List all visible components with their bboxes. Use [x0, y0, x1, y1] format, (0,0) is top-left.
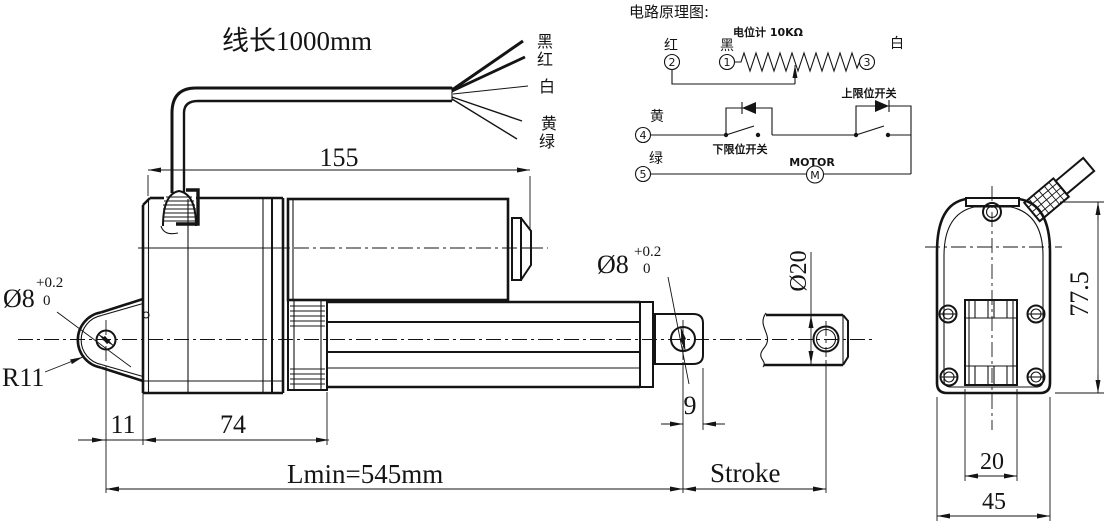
dim-dia20: Ø20	[786, 250, 812, 291]
lower-limit-switch-label: 下限位开关	[713, 142, 768, 156]
svg-text:1: 1	[724, 56, 731, 69]
dim-45: 45	[982, 489, 1006, 515]
terminal-2: 2	[663, 53, 681, 71]
wire-green	[451, 98, 518, 140]
collar-threads	[290, 305, 325, 385]
dim-77-5: 77.5	[1065, 271, 1094, 317]
rod-end-hole-callout: Ø8 +0.2 0	[597, 244, 690, 385]
ribs	[968, 300, 1014, 385]
motor-line: M	[650, 165, 911, 184]
wire-yellow	[451, 96, 523, 122]
rod-diameter-callout: Ø20	[786, 250, 814, 364]
terminal-3: 3	[858, 53, 876, 71]
dim-lmin: Lmin=545mm	[287, 459, 443, 489]
wire-black	[451, 39, 524, 92]
cable-stub	[1054, 156, 1096, 196]
dim-stroke: Stroke	[710, 458, 781, 488]
end-view-inner-wall	[943, 206, 1044, 388]
wire-labels: 黑 红 白 黄 绿	[537, 32, 557, 151]
potentiometer-label: 电位计 10KΩ	[733, 25, 804, 39]
terminal-white-label: 白	[890, 36, 904, 52]
gearbox-housing	[141, 196, 288, 395]
dim-155: 155	[320, 143, 359, 172]
dim-dia8-mid-tol-zero: 0	[643, 261, 651, 277]
actuator-side-view	[18, 39, 875, 395]
wire-label-green: 绿	[539, 132, 555, 151]
terminal-green-label: 绿	[649, 151, 663, 167]
extension-tube	[287, 299, 654, 391]
circuit-diagram: 电路原理图: 电位计 10KΩ 红 黑 白 黄 绿 2 1 3 4 5	[629, 3, 912, 184]
dim-dia8-left-tol-plus: +0.2	[36, 275, 63, 291]
upper-limit-switch-label: 上限位开关	[842, 86, 897, 100]
top-screw	[982, 202, 1002, 222]
dim-r11: R11	[2, 363, 44, 392]
wire-label-yellow: 黄	[541, 114, 557, 133]
actuator-end-view: 77.5 20 45	[925, 156, 1104, 521]
motor-housing	[286, 197, 532, 302]
wire-label-red: 红	[537, 50, 553, 69]
upper-limit-diode	[875, 100, 890, 112]
circuit-title: 电路原理图:	[629, 3, 709, 21]
dim-11: 11	[110, 410, 135, 439]
dim-dia8-left: Ø8	[3, 284, 35, 313]
corner-screws	[938, 304, 1046, 387]
wire-red	[451, 55, 526, 93]
wire-white	[452, 85, 529, 95]
dim-9: 9	[684, 391, 697, 420]
top-plate	[965, 197, 1020, 207]
svg-text:4: 4	[640, 129, 647, 142]
power-cable	[170, 39, 529, 193]
lower-limit-diode	[741, 102, 756, 114]
dim-dia8-left-tol-zero: 0	[43, 293, 51, 309]
knurl-pattern	[1027, 181, 1066, 218]
terminal-1: 1	[718, 53, 736, 71]
motor-symbol: M	[810, 169, 820, 182]
svg-text:3: 3	[864, 56, 871, 69]
end-view-outline	[935, 197, 1052, 395]
potentiometer	[671, 51, 861, 85]
terminal-black-label: 黑	[720, 38, 734, 54]
wire-label-black: 黑	[537, 32, 553, 51]
motor-end-cap	[511, 217, 522, 281]
front-clevis	[76, 297, 150, 383]
clevis-hole-callout: Ø8 +0.2 0	[3, 275, 132, 368]
tube-end-cap	[639, 301, 654, 388]
dimensions: 155 线长1000mm 黑 红 白 黄 绿 Ø8 +0.2 0 R11	[2, 26, 827, 493]
motor-label: MOTOR	[789, 156, 835, 169]
dim-dia8-mid-tol-plus: +0.2	[634, 244, 661, 260]
svg-text:5: 5	[640, 168, 647, 181]
terminal-4: 4	[634, 126, 652, 144]
cable-gland	[160, 188, 200, 235]
terminal-red-label: 红	[664, 38, 678, 54]
dim-20: 20	[980, 449, 1004, 475]
terminal-5: 5	[634, 165, 652, 183]
cable-exit	[1022, 156, 1096, 223]
limit-switch-line	[650, 100, 912, 174]
cable-length-note: 线长1000mm	[222, 26, 372, 56]
dim-dia8-mid: Ø8	[597, 250, 629, 279]
extended-rod-piece	[760, 312, 849, 368]
rod-end	[654, 313, 704, 365]
svg-text:2: 2	[669, 56, 676, 69]
dim-74: 74	[220, 410, 246, 439]
terminal-yellow-label: 黄	[650, 108, 664, 125]
wire-label-white: 白	[539, 77, 555, 96]
mount-feature	[964, 299, 1018, 386]
clevis-radius-callout: R11	[2, 356, 84, 392]
